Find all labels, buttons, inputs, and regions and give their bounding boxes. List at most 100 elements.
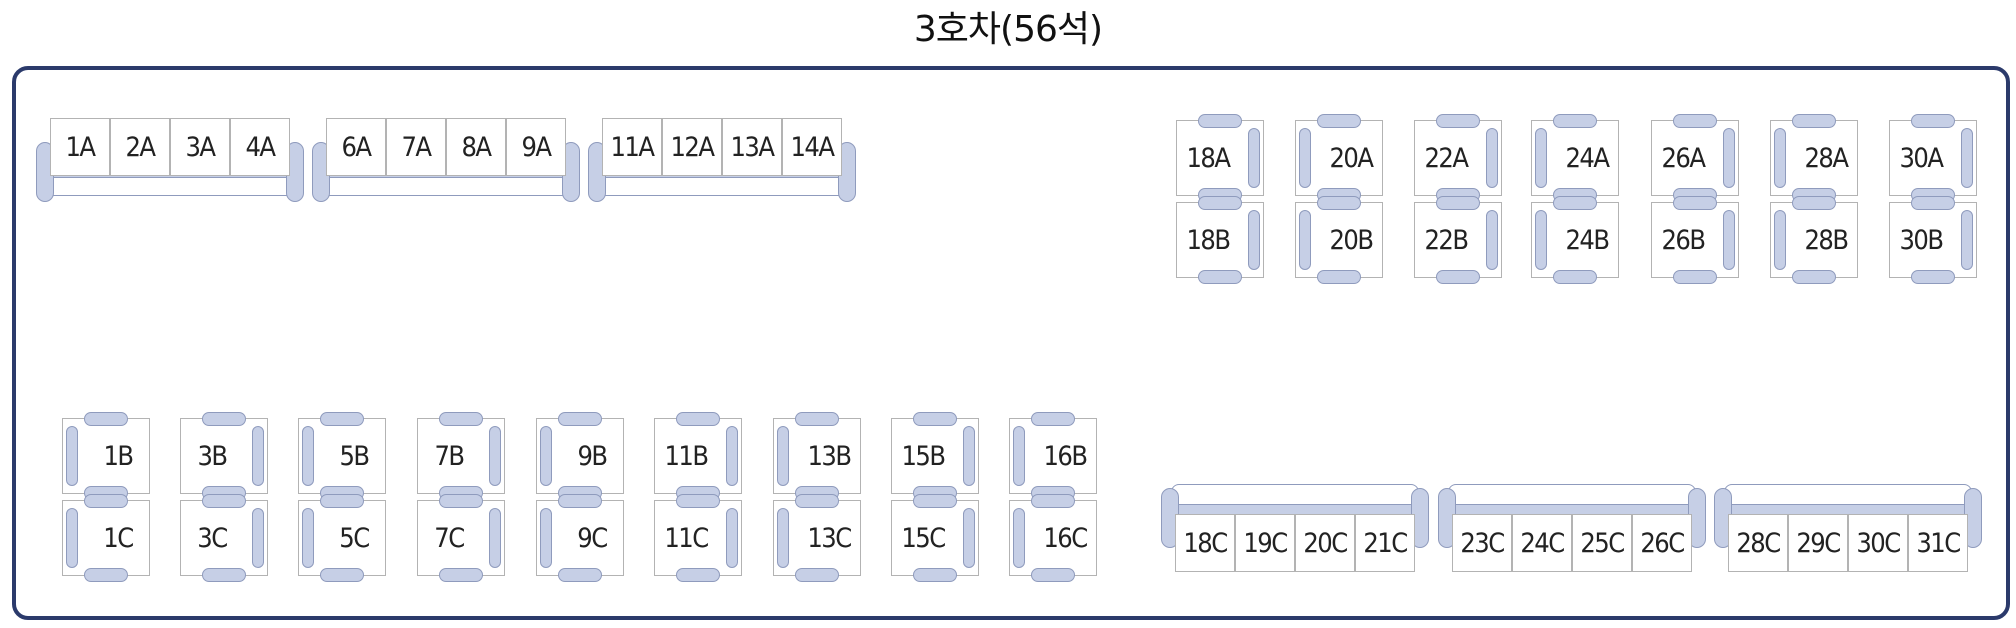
seat-21C[interactable]: 21C xyxy=(1355,514,1415,572)
seat-armrest-top xyxy=(320,412,364,426)
seat-armrest-bottom xyxy=(558,568,602,582)
seat-armrest-top xyxy=(558,412,602,426)
seat-18C[interactable]: 18C xyxy=(1175,514,1235,572)
seat-armrest-bottom xyxy=(84,568,128,582)
seat-armrest-top xyxy=(202,412,246,426)
seat-1A[interactable]: 1A xyxy=(50,118,110,176)
seat-11A[interactable]: 11A xyxy=(602,118,662,176)
seat-7A[interactable]: 7A xyxy=(386,118,446,176)
seat-backrest xyxy=(66,426,78,486)
seat-armrest-top xyxy=(795,494,839,508)
seat-3A[interactable]: 3A xyxy=(170,118,230,176)
seat-armrest-bottom xyxy=(1198,270,1242,284)
seat-armrest-bottom xyxy=(913,568,957,582)
seat-armrest-top xyxy=(1911,114,1955,128)
seat-backrest xyxy=(540,426,552,486)
seat-backrest xyxy=(1535,128,1547,188)
seat-30C[interactable]: 30C xyxy=(1848,514,1908,572)
seat-armrest-top xyxy=(1317,196,1361,210)
seat-armrest-top xyxy=(84,494,128,508)
seat-armrest-top xyxy=(1198,114,1242,128)
seat-armrest-bottom xyxy=(320,568,364,582)
car-title: 3호차(56석) xyxy=(913,9,1103,50)
seat-backrest xyxy=(963,508,975,568)
seat-29C[interactable]: 29C xyxy=(1788,514,1848,572)
seat-backrest xyxy=(726,426,738,486)
seat-armrest-top xyxy=(795,412,839,426)
seat-backrest xyxy=(777,426,789,486)
seat-backrest xyxy=(1248,128,1260,188)
seat-backrest xyxy=(1486,210,1498,270)
seat-backrest xyxy=(1013,426,1025,486)
seat-8A[interactable]: 8A xyxy=(446,118,506,176)
seat-armrest-top xyxy=(1792,114,1836,128)
seat-armrest-top xyxy=(1436,196,1480,210)
seat-armrest-bottom xyxy=(1317,270,1361,284)
seat-backrest xyxy=(1961,128,1973,188)
seat-armrest-bottom xyxy=(439,568,483,582)
seat-backrest xyxy=(1248,210,1260,270)
seat-armrest-bottom xyxy=(202,568,246,582)
seat-backrest xyxy=(963,426,975,486)
seat-armrest-bottom xyxy=(676,568,720,582)
seat-backrest xyxy=(1299,128,1311,188)
seat-armrest-top xyxy=(202,494,246,508)
seat-19C[interactable]: 19C xyxy=(1235,514,1295,572)
seat-armrest-top xyxy=(913,494,957,508)
seat-armrest-top xyxy=(676,412,720,426)
seat-31C[interactable]: 31C xyxy=(1908,514,1968,572)
seat-backrest xyxy=(1535,210,1547,270)
seat-armrest-top xyxy=(1317,114,1361,128)
seat-14A[interactable]: 14A xyxy=(782,118,842,176)
seat-28C[interactable]: 28C xyxy=(1728,514,1788,572)
seat-armrest-top xyxy=(1198,196,1242,210)
seat-armrest-top xyxy=(1792,196,1836,210)
seat-25C[interactable]: 25C xyxy=(1572,514,1632,572)
seat-12A[interactable]: 12A xyxy=(662,118,722,176)
seat-backrest xyxy=(777,508,789,568)
seat-armrest-top xyxy=(1553,196,1597,210)
seat-armrest-top xyxy=(1553,114,1597,128)
seat-armrest-top xyxy=(1673,114,1717,128)
seat-backrest xyxy=(1774,210,1786,270)
seat-armrest-bottom xyxy=(1673,270,1717,284)
seat-armrest-top xyxy=(558,494,602,508)
seat-armrest-top xyxy=(913,412,957,426)
seat-armrest-top xyxy=(1673,196,1717,210)
seat-armrest-top xyxy=(1911,196,1955,210)
seat-backrest xyxy=(489,426,501,486)
seat-23C[interactable]: 23C xyxy=(1452,514,1512,572)
seat-armrest-top xyxy=(84,412,128,426)
seat-armrest-bottom xyxy=(1436,270,1480,284)
seat-backrest xyxy=(302,426,314,486)
seat-backrest xyxy=(252,508,264,568)
seat-backrest xyxy=(489,508,501,568)
seat-armrest-top xyxy=(1031,412,1075,426)
seat-armrest-top xyxy=(1436,114,1480,128)
seat-24C[interactable]: 24C xyxy=(1512,514,1572,572)
seat-armrest-bottom xyxy=(1911,270,1955,284)
seat-6A[interactable]: 6A xyxy=(326,118,386,176)
seat-armrest-top xyxy=(320,494,364,508)
seat-9A[interactable]: 9A xyxy=(506,118,566,176)
seat-backrest xyxy=(1013,508,1025,568)
seat-4A[interactable]: 4A xyxy=(230,118,290,176)
seat-backrest xyxy=(302,508,314,568)
seat-backrest xyxy=(66,508,78,568)
seat-backrest xyxy=(1961,210,1973,270)
seat-armrest-bottom xyxy=(795,568,839,582)
seat-backrest xyxy=(1299,210,1311,270)
seat-20C[interactable]: 20C xyxy=(1295,514,1355,572)
seat-armrest-bottom xyxy=(1553,270,1597,284)
seat-armrest-bottom xyxy=(1792,270,1836,284)
seat-backrest xyxy=(1486,128,1498,188)
seat-26C[interactable]: 26C xyxy=(1632,514,1692,572)
seat-backrest xyxy=(1723,128,1735,188)
seat-armrest-top xyxy=(1031,494,1075,508)
seat-backrest xyxy=(540,508,552,568)
seat-armrest-top xyxy=(676,494,720,508)
seat-armrest-top xyxy=(439,494,483,508)
seat-13A[interactable]: 13A xyxy=(722,118,782,176)
seat-backrest xyxy=(1774,128,1786,188)
seat-2A[interactable]: 2A xyxy=(110,118,170,176)
